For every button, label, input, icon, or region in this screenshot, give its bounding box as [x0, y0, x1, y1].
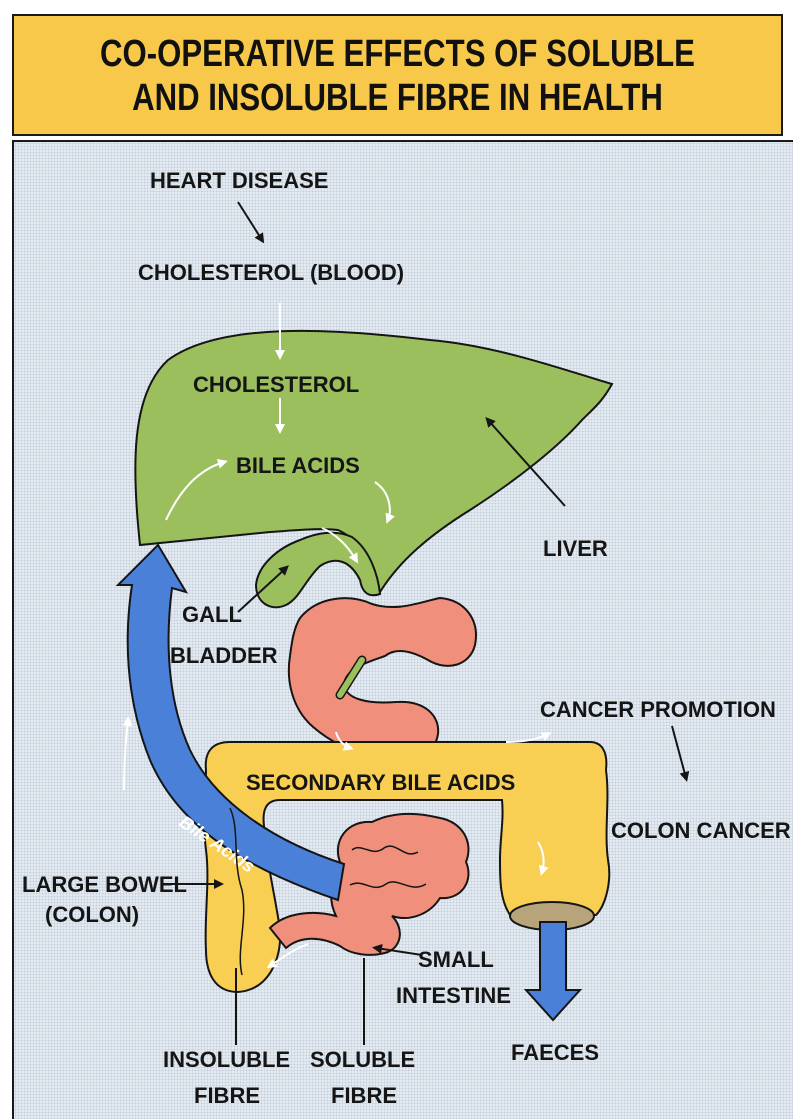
faeces-arrow [526, 922, 580, 1020]
bile-acids-label: BILE ACIDS [236, 453, 360, 478]
colon-label: (COLON) [45, 902, 139, 927]
insoluble-fibre-label: FIBRE [194, 1083, 260, 1108]
cholesterol-blood-label: CHOLESTEROL (BLOOD) [138, 260, 404, 285]
liver-label: LIVER [543, 536, 608, 561]
soluble-label: SOLUBLE [310, 1047, 415, 1072]
small-label: SMALL [418, 947, 494, 972]
heart-disease-label: HEART DISEASE [150, 168, 328, 193]
secondary-bile-acids-label: SECONDARY BILE ACIDS [246, 770, 515, 795]
cholesterol-label: CHOLESTEROL [193, 372, 359, 397]
gall-label: GALL [182, 602, 242, 627]
colon-cancer-label: COLON CANCER [611, 818, 791, 843]
stomach-shape [289, 598, 476, 763]
insoluble-label: INSOLUBLE [163, 1047, 290, 1072]
cancer-promotion-label: CANCER PROMOTION [540, 697, 776, 722]
bladder-label: BLADDER [170, 643, 278, 668]
intestine-label: INTESTINE [396, 983, 511, 1008]
soluble-fibre-label: FIBRE [331, 1083, 397, 1108]
large-bowel-label: LARGE BOWEL [22, 872, 187, 897]
liver-shape [135, 331, 612, 592]
faeces-label: FAECES [511, 1040, 599, 1065]
